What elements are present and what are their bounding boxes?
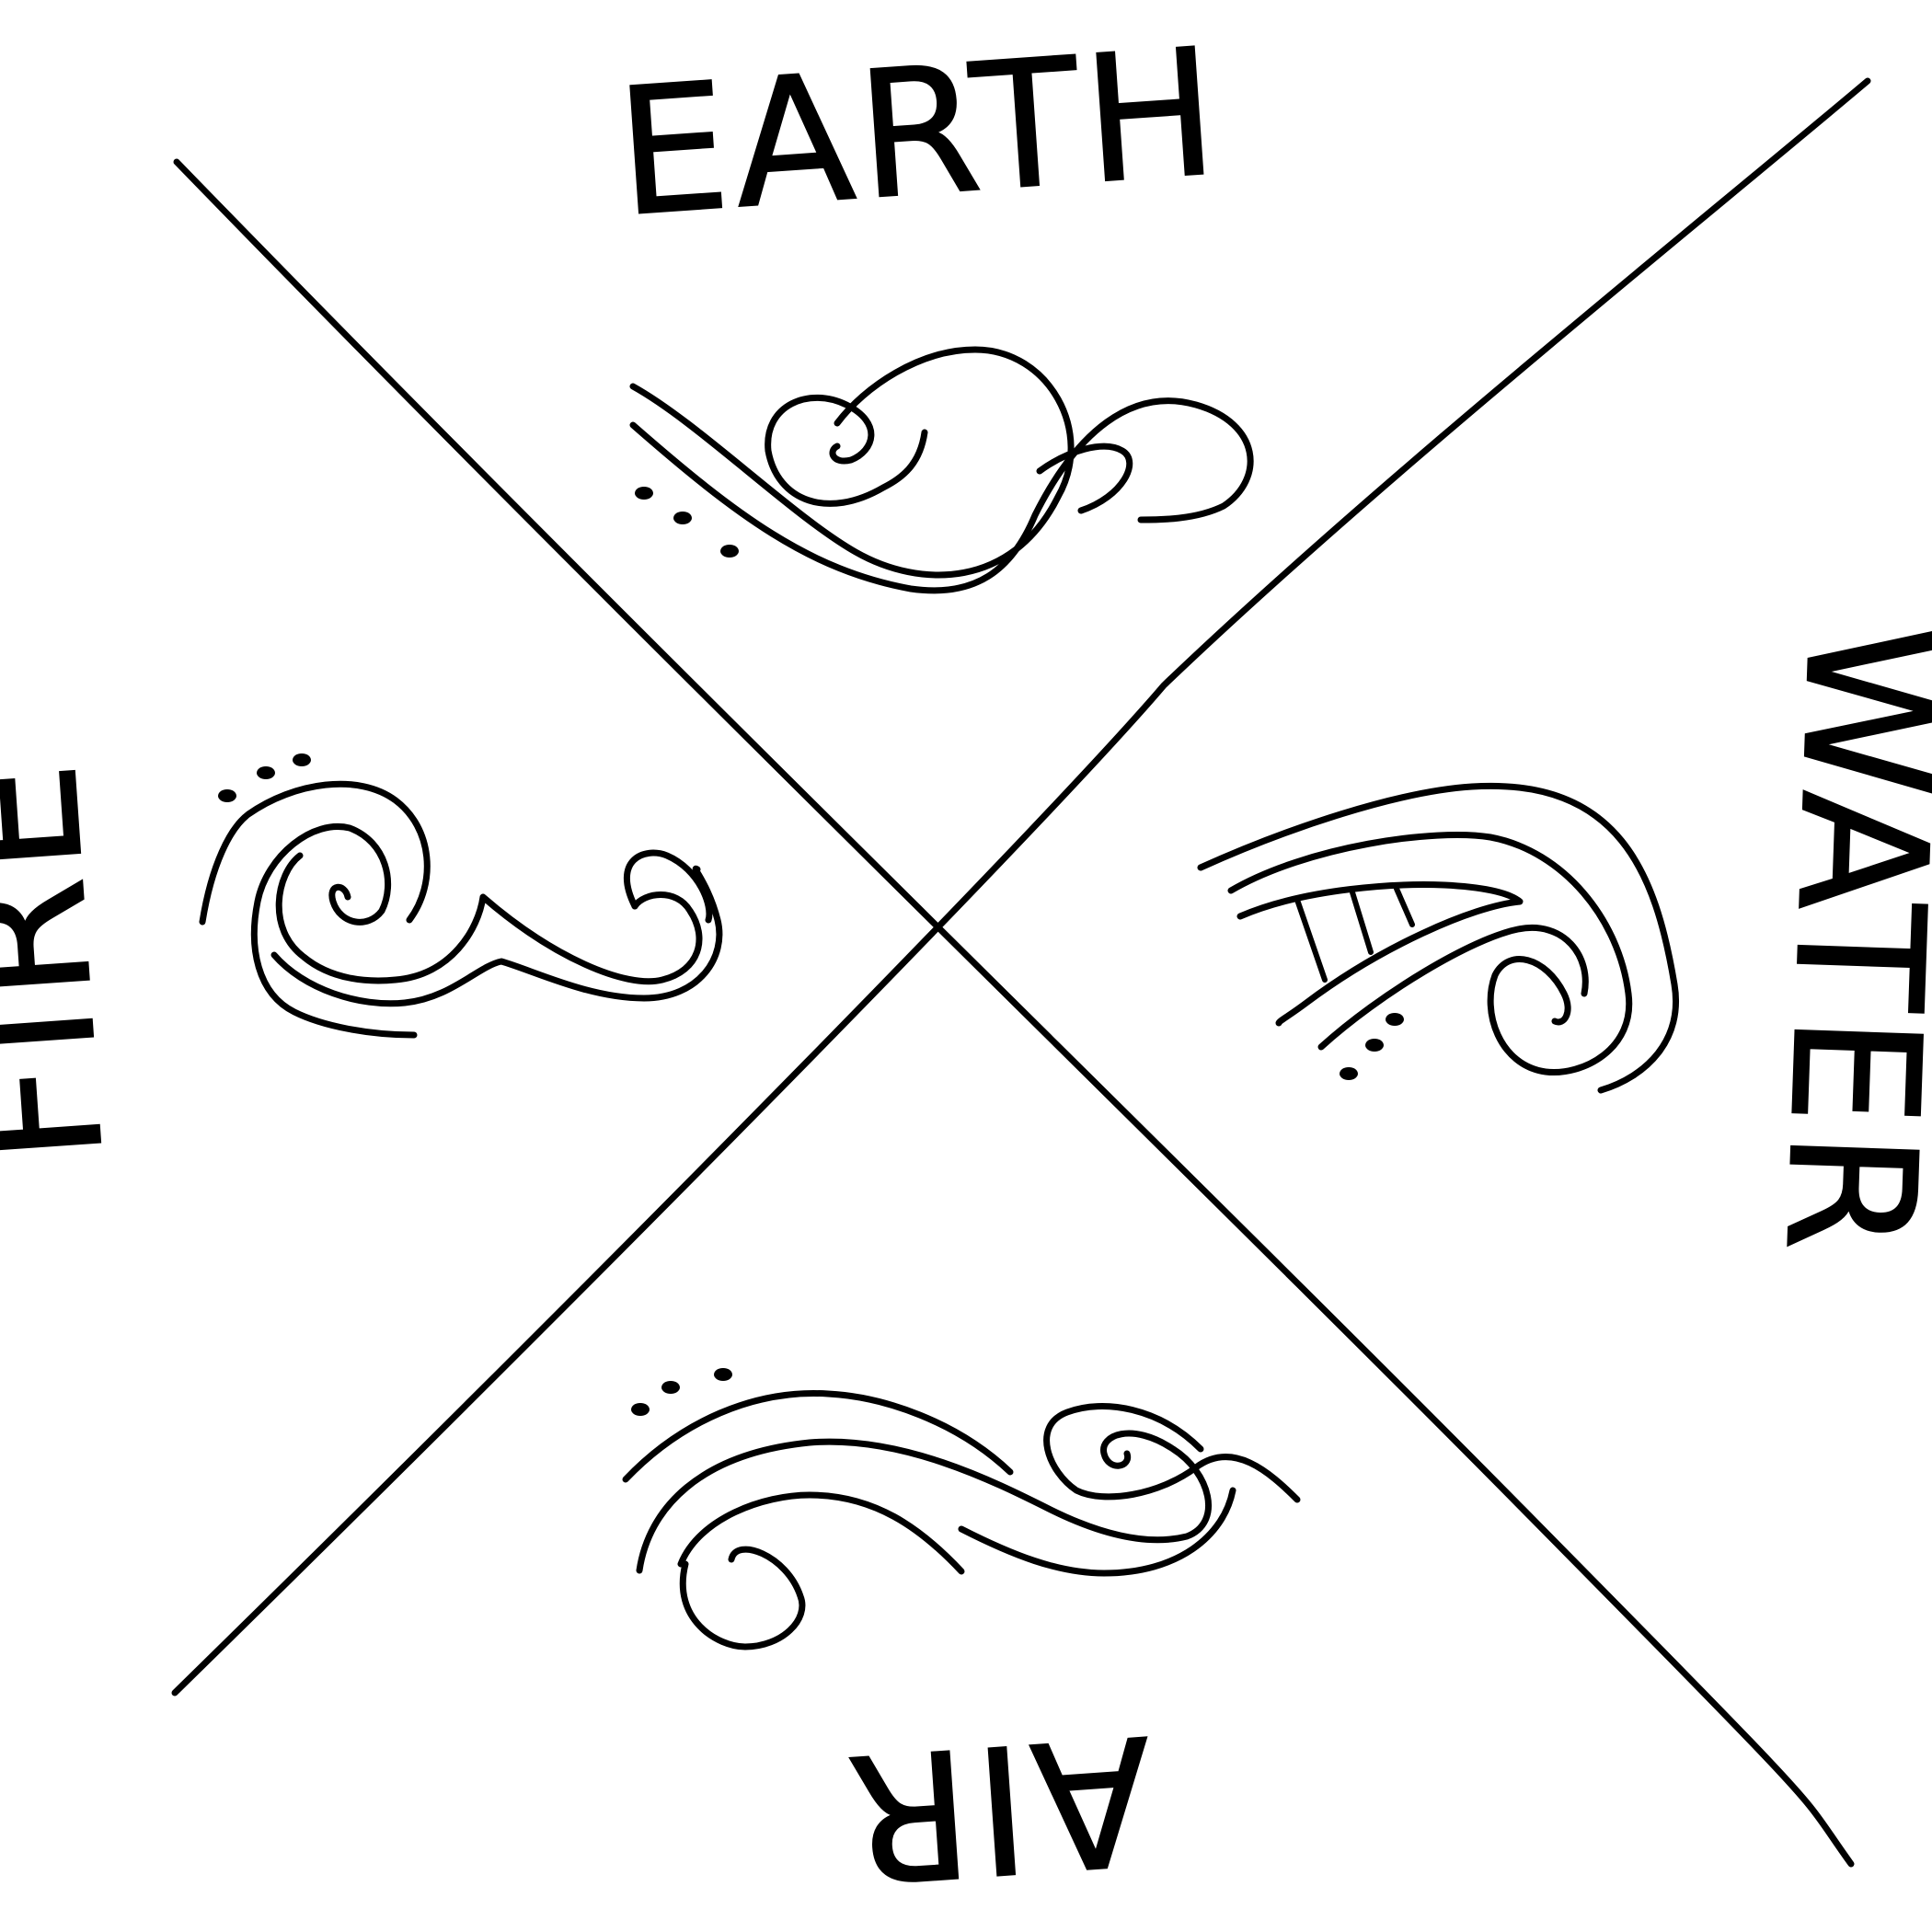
wind-swirl-icon [622, 1368, 1301, 1650]
air-label-group: AIR [835, 1695, 1160, 1921]
air-label: AIR [836, 1696, 1159, 1920]
wave-swirl-icon [1197, 782, 1679, 1094]
fire-label: FIRE [0, 752, 143, 1171]
divider-line-ascending [171, 77, 1871, 1696]
earth-label-group: EARTH [610, 9, 1229, 256]
fire-label-group: FIRE [0, 751, 144, 1172]
divider-line-descending [173, 158, 1855, 1868]
wind-swirl-icon [629, 346, 1254, 594]
earth-label: EARTH [611, 10, 1228, 255]
divider-lines [171, 77, 1871, 1868]
flame-swirl-icon [199, 753, 723, 1039]
water-label: WATER [1746, 619, 1932, 1261]
water-label-group: WATER [1745, 618, 1932, 1262]
